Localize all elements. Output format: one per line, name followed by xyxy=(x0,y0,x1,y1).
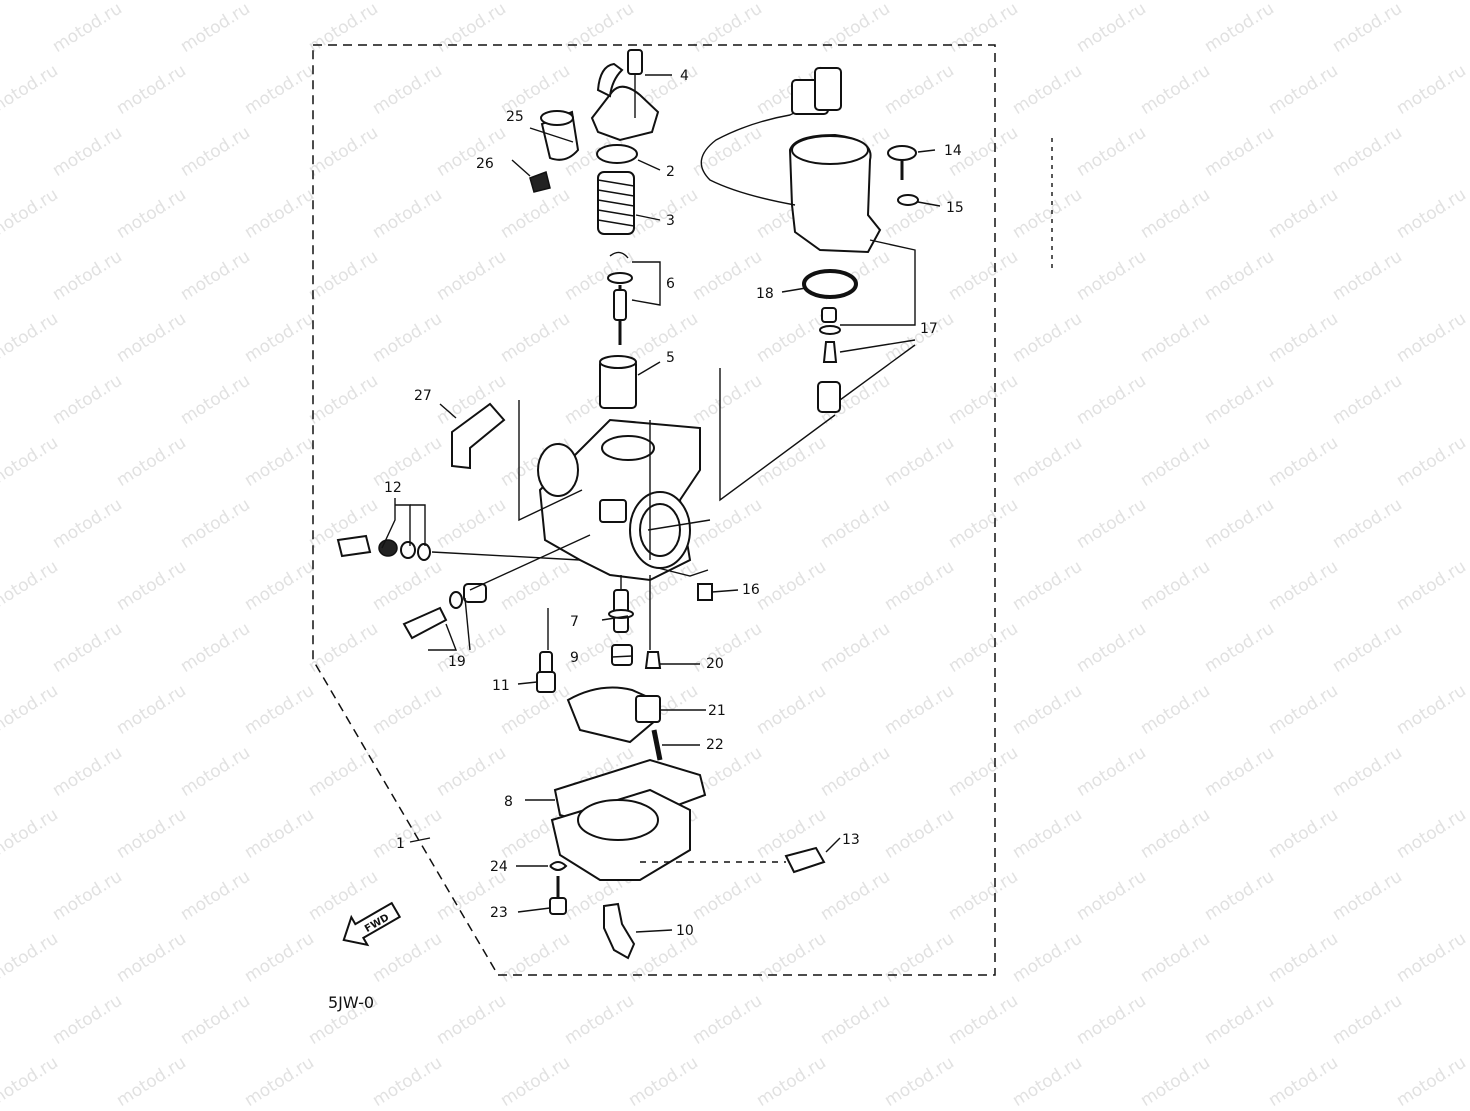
watermark-text: motod.ru xyxy=(369,1052,447,1111)
part-3-spring xyxy=(597,171,635,235)
part-7-needle-jet xyxy=(608,589,634,633)
watermark-text: motod.ru xyxy=(1329,494,1407,553)
part-2-o-ring xyxy=(596,144,638,164)
callout-2: 2 xyxy=(666,164,675,180)
watermark-text: motod.ru xyxy=(1393,432,1470,491)
watermark-text: motod.ru xyxy=(1329,990,1407,1049)
watermark-text: motod.ru xyxy=(1393,556,1470,615)
watermark-text: motod.ru xyxy=(1265,1052,1343,1111)
watermark-text: motod.ru xyxy=(1329,370,1407,429)
watermark-text: motod.ru xyxy=(1393,60,1470,119)
callout-16: 16 xyxy=(742,582,760,598)
watermark-text: motod.ru xyxy=(1329,742,1407,801)
callout-3: 3 xyxy=(666,213,675,229)
callout-17: 17 xyxy=(920,321,938,337)
callout-11: 11 xyxy=(492,678,510,694)
callout-25: 25 xyxy=(506,109,524,125)
carburetor-exploded-diagram: 1 2 3 4 5 6 7 8 9 10 11 12 13 14 15 16 1… xyxy=(312,44,1053,1012)
watermark-text: motod.ru xyxy=(1393,804,1470,863)
starter-solenoid xyxy=(700,67,882,254)
watermark-text: motod.ru xyxy=(753,1052,831,1111)
footer-code: 5JW-0 xyxy=(328,993,374,1012)
callout-27: 27 xyxy=(414,388,432,404)
part-9-main-jet xyxy=(611,644,633,666)
part-10-drain-hose xyxy=(603,902,636,960)
watermark-text: motod.ru xyxy=(241,1052,319,1111)
float-bowl xyxy=(550,788,691,881)
watermark-text: motod.ru xyxy=(1393,928,1470,987)
callout-10: 10 xyxy=(676,923,694,939)
part-13-drain-screw xyxy=(784,846,826,874)
callout-12: 12 xyxy=(384,480,402,496)
watermark-text: motod.ru xyxy=(1329,866,1407,925)
callout-8: 8 xyxy=(504,794,513,810)
part-24-clip xyxy=(549,861,568,871)
part-6-jet-needle xyxy=(607,251,633,345)
part-23-screw xyxy=(549,876,567,915)
watermark-text: motod.ru xyxy=(1393,184,1470,243)
watermark-text: motod.ru xyxy=(1329,246,1407,305)
watermark-text: motod.ru xyxy=(881,1052,959,1111)
callout-labels: 1 2 3 4 5 6 7 8 9 10 11 12 13 14 15 16 1… xyxy=(384,68,964,939)
callout-9: 9 xyxy=(570,650,579,666)
watermark-text: motod.ru xyxy=(0,1052,63,1111)
part-11-pilot-jet xyxy=(536,651,556,693)
part-15-washer xyxy=(897,194,919,206)
part-27-hose xyxy=(451,402,506,470)
watermark-text: motod.ru xyxy=(1393,680,1470,739)
watermark-text: motod.ru xyxy=(1329,0,1407,57)
fwd-arrow: FWD xyxy=(342,901,402,947)
part-17-plunger-set xyxy=(817,307,841,413)
callout-15: 15 xyxy=(946,200,964,216)
part-4-vacuum-cover xyxy=(590,49,660,142)
watermark-text: motod.ru xyxy=(497,1052,575,1111)
callout-14: 14 xyxy=(944,143,962,159)
callout-7: 7 xyxy=(570,614,579,630)
part-18-o-ring xyxy=(802,269,858,299)
watermark-text: motod.ru xyxy=(1329,122,1407,181)
callout-18: 18 xyxy=(756,286,774,302)
callout-23: 23 xyxy=(490,905,508,921)
part-14-screw xyxy=(887,145,917,180)
callout-4: 4 xyxy=(680,68,689,84)
part-16-plug xyxy=(697,583,713,601)
callout-21: 21 xyxy=(708,703,726,719)
callout-13: 13 xyxy=(842,832,860,848)
callout-19: 19 xyxy=(448,654,466,670)
part-26-clip xyxy=(529,171,551,193)
watermark-text: motod.ru xyxy=(1009,1052,1087,1111)
part-22-float-pin xyxy=(651,729,663,761)
watermark-text: motod.ru xyxy=(1137,1052,1215,1111)
part-21-float xyxy=(566,686,661,744)
callout-24: 24 xyxy=(490,859,508,875)
part-25-cap xyxy=(540,110,580,161)
part-20-float-valve xyxy=(644,651,662,669)
watermark-text: motod.ru xyxy=(113,1052,191,1111)
watermark-text: motod.ru xyxy=(1329,618,1407,677)
part-12-pilot-screw-set xyxy=(336,534,431,561)
part-5-piston-valve xyxy=(599,355,637,409)
callout-5: 5 xyxy=(666,350,675,366)
watermark-text: motod.ru xyxy=(625,1052,703,1111)
leader-lines xyxy=(381,74,941,933)
watermark-text: motod.ru xyxy=(1393,1052,1470,1111)
watermark-text: motod.ru xyxy=(1393,308,1470,367)
callout-6: 6 xyxy=(666,276,675,292)
callout-1: 1 xyxy=(396,836,405,852)
callout-22: 22 xyxy=(706,737,724,753)
assembly-boundary xyxy=(312,44,996,976)
callout-20: 20 xyxy=(706,656,724,672)
callout-26: 26 xyxy=(476,156,494,172)
part-19-throttle-screw xyxy=(402,583,487,640)
